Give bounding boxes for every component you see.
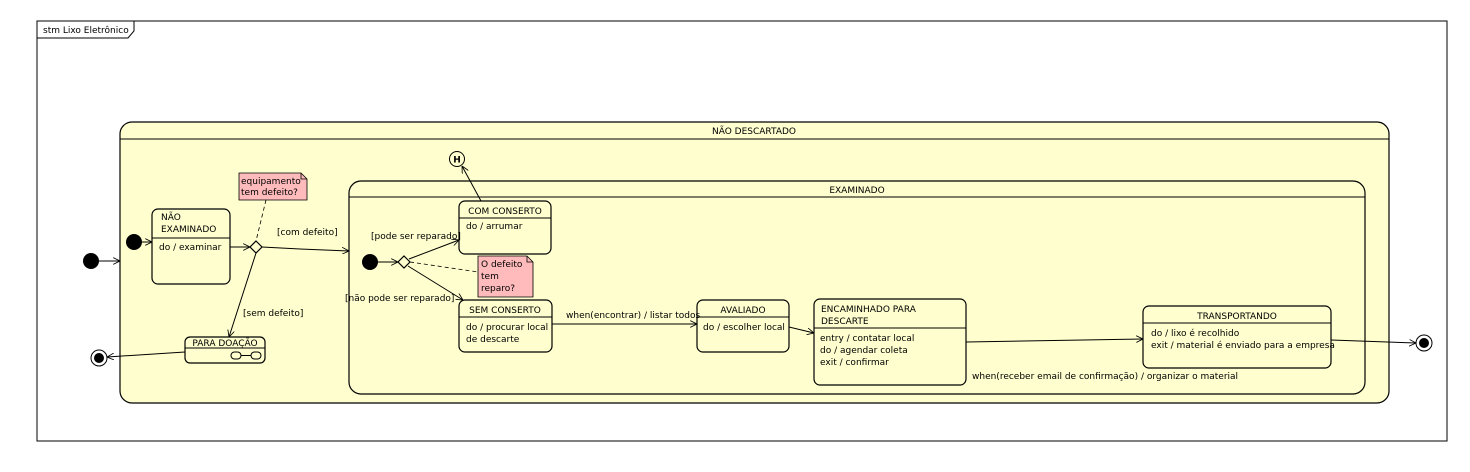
label-email: when(receber email de confirmação) / org…: [972, 372, 1238, 382]
final-node-right: [1415, 334, 1433, 352]
state-avaliado[interactable]: AVALIADO do / escolher local: [696, 299, 790, 353]
note-defeito: equipamento tem defeito?: [238, 172, 308, 201]
label-com-defeito: [com defeito]: [277, 228, 338, 238]
history-symbol: H: [453, 156, 461, 166]
transition-pode-reparado: [408, 240, 459, 260]
state-transportando-name: TRANSPORTANDO: [1196, 312, 1277, 322]
transition-avaliado-encaminhado: [788, 326, 814, 333]
diagram-frame: stm Lixo Eletrônico: [36, 20, 1448, 442]
note-reparo: O defeito tem reparo?: [477, 255, 534, 298]
state-para-doacao[interactable]: PARA DOAÇÃO: [184, 336, 266, 364]
transition-transportando-final: [1330, 340, 1416, 343]
choice-reparo: [397, 255, 411, 269]
transition-doacao-final: [107, 351, 186, 357]
state-encaminhado-activity-3: exit / confirmar: [820, 358, 889, 368]
state-transportando[interactable]: TRANSPORTANDO do / lixo é recolhido exit…: [1142, 305, 1335, 369]
transition-email: [965, 339, 1143, 342]
note-reparo-line-2: tem: [481, 272, 499, 282]
state-encaminhado-descarte[interactable]: ENCAMINHADO PARA DESCARTE entry / contat…: [813, 298, 967, 386]
label-encontrar: when(encontrar) / listar todos: [566, 311, 700, 321]
state-encaminhado-name-2: DESCARTE: [821, 317, 869, 327]
state-sem-conserto[interactable]: SEM CONSERTO do / procurar local de desc…: [458, 299, 553, 353]
composite-state-icon: [230, 351, 262, 360]
state-nao-examinado-activity: do / examinar: [159, 243, 222, 253]
state-nao-examinado-name-2: EXAMINADO: [161, 225, 216, 235]
state-encaminhado-name-1: ENCAMINHADO PARA: [821, 305, 917, 315]
label-nao-pode-reparado: [não pode ser reparado]: [345, 294, 454, 304]
state-encaminhado-activity-2: do / agendar coleta: [820, 346, 908, 356]
state-com-conserto-activity: do / arrumar: [466, 222, 523, 232]
state-avaliado-name: AVALIADO: [720, 306, 765, 316]
state-encaminhado-activity-1: entry / contatar local: [820, 334, 914, 344]
frame-title: stm Lixo Eletrônico: [43, 25, 129, 36]
state-com-conserto[interactable]: COM CONSERTO do / arrumar: [458, 200, 552, 255]
state-sem-conserto-activity-2: de descarte: [466, 335, 520, 345]
note-reparo-line-1: O defeito: [481, 260, 523, 270]
transition-com-conserto-history: [462, 166, 482, 202]
state-com-conserto-name: COM CONSERTO: [468, 207, 542, 217]
state-sem-conserto-activity-1: do / procurar local: [466, 323, 548, 333]
label-sem-defeito: [sem defeito]: [243, 309, 303, 319]
state-avaliado-activity: do / escolher local: [703, 323, 785, 333]
note-defeito-line-2: tem defeito?: [241, 188, 298, 198]
transition-com-defeito: [261, 246, 349, 251]
initial-node-examinado: [362, 254, 378, 270]
state-transportando-activity-1: do / lixo é recolhido: [1151, 328, 1240, 339]
state-transportando-activity-2: exit / material é enviado para a empresa: [1151, 340, 1335, 351]
transition-sem-defeito: [229, 252, 257, 337]
state-para-doacao-name: PARA DOAÇÃO: [192, 338, 257, 349]
note-reparo-link: [409, 261, 479, 273]
initial-node-nao-descartado: [126, 234, 142, 250]
note-reparo-line-3: reparo?: [481, 284, 515, 294]
note-defeito-link: [255, 199, 267, 242]
state-examinado-name: EXAMINADO: [829, 186, 884, 196]
label-pode-reparado: [pode ser reparado]: [371, 232, 461, 242]
initial-node-outer: [83, 253, 99, 269]
final-node-left: [90, 349, 108, 367]
history-node: H: [449, 151, 465, 167]
transition-nao-pode-reparado: [407, 265, 463, 300]
state-nao-descartado-name: NÃO DESCARTADO: [712, 126, 796, 137]
state-nao-examinado[interactable]: NÃO EXAMINADO do / examinar: [151, 208, 231, 285]
state-examinado[interactable]: EXAMINADO: [348, 180, 1366, 395]
state-nao-examinado-name-1: NÃO: [161, 212, 181, 223]
state-sem-conserto-name: SEM CONSERTO: [469, 306, 541, 316]
note-defeito-line-1: equipamento: [241, 177, 301, 187]
